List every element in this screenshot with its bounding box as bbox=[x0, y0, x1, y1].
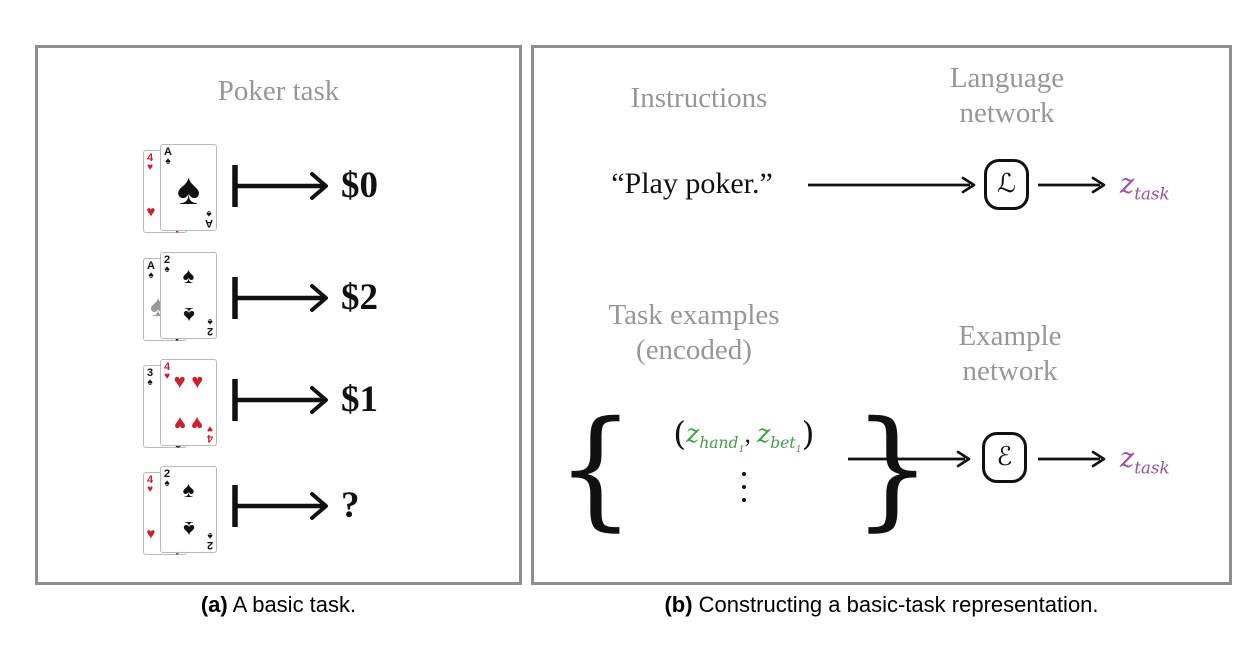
playing-card-A-spades: A♠♠A♠ bbox=[160, 144, 217, 231]
panel-task-representation: Instructions Language network “Play poke… bbox=[531, 45, 1232, 585]
card-pair: 3♠3♠4♥♥♥♥♥4♥ bbox=[143, 358, 223, 450]
card-corner: 4♥ bbox=[147, 152, 154, 173]
arrow-example-network-to-ztask-icon bbox=[1038, 450, 1106, 468]
hearts-pip-icon: ♥ bbox=[173, 371, 186, 394]
panel-basic-task: Poker task 4♥♥4♥A♠♠A♠$0A♠♠A♠2♠♠♠2♠$23♠3♠… bbox=[35, 45, 522, 585]
playing-card-2-spades: 2♠ ♠ ♠ 2♠ bbox=[160, 466, 217, 553]
caption-b: (b) Constructing a basic-task representa… bbox=[664, 592, 1099, 617]
mapsto-arrow-icon bbox=[232, 165, 328, 207]
z-task-output-language: ztask bbox=[1120, 169, 1170, 204]
example-network-heading: Example network bbox=[958, 320, 1062, 387]
hearts-pip-icon: ♥ bbox=[146, 526, 156, 543]
example-network-box: ℰ bbox=[982, 432, 1027, 483]
script-E-symbol: ℰ bbox=[996, 441, 1013, 472]
spades-pip-icon: ♠ bbox=[182, 517, 195, 543]
poker-task-title: Poker task bbox=[217, 75, 340, 107]
card-corner: A♠ bbox=[147, 260, 155, 281]
arrow-examples-to-example-network-icon bbox=[848, 450, 971, 468]
example-tuple: (zhand1, zbet1) bbox=[673, 414, 815, 456]
bet-value: $2 bbox=[341, 277, 378, 318]
instruction-quote-text: “Play poker.” bbox=[611, 167, 773, 200]
card-corner: 4♥ bbox=[206, 423, 213, 444]
card-pair: 4♥♥4♥2♠♠♠2♠ bbox=[143, 465, 223, 557]
z-task-output-example: ztask bbox=[1120, 443, 1170, 478]
card-corner: 2♠ bbox=[164, 254, 171, 275]
hearts-pip-icon: ♥ bbox=[173, 411, 186, 434]
z-hand-term: zhand1 bbox=[686, 419, 745, 456]
language-network-heading: Language network bbox=[949, 62, 1065, 129]
mapsto-arrow-icon bbox=[232, 379, 328, 421]
card-corner: A♠ bbox=[205, 208, 213, 229]
bet-value: $1 bbox=[341, 379, 378, 420]
spades-pip-icon: ♠ bbox=[182, 262, 195, 288]
caption-a: (a) A basic task. bbox=[200, 592, 357, 617]
card-corner: 4♥ bbox=[147, 474, 154, 495]
task-examples-heading: Task examples (encoded) bbox=[608, 299, 780, 366]
close-brace: } bbox=[852, 394, 932, 544]
mapsto-arrow-icon bbox=[232, 277, 328, 319]
arrow-language-network-to-ztask-icon bbox=[1038, 176, 1106, 194]
encoded-examples-set: { (zhand1, zbet1) } bbox=[556, 400, 932, 538]
hearts-pip-icon: ♥ bbox=[191, 411, 204, 434]
hearts-pip-icon: ♥ bbox=[191, 371, 204, 394]
spades-pip-icon: ♠ bbox=[182, 476, 195, 502]
script-L-symbol: ℒ bbox=[997, 168, 1016, 199]
card-corner: 2♠ bbox=[206, 530, 213, 551]
open-brace: { bbox=[556, 394, 635, 544]
card-pair: 4♥♥4♥A♠♠A♠ bbox=[143, 143, 223, 235]
arrow-instructions-to-language-network-icon bbox=[808, 176, 976, 194]
playing-card-2-spades: 2♠ ♠ ♠ 2♠ bbox=[160, 252, 217, 339]
card-corner: 4♥ bbox=[164, 361, 171, 382]
spades-pip-icon: ♠ bbox=[182, 303, 195, 329]
card-pair: A♠♠A♠2♠♠♠2♠ bbox=[143, 251, 223, 343]
bet-value: ? bbox=[341, 485, 360, 526]
hearts-pip-icon: ♥ bbox=[146, 204, 156, 221]
spades-pip-icon: ♠ bbox=[176, 165, 201, 215]
card-corner: 2♠ bbox=[206, 316, 213, 337]
z-bet-term: zbet1 bbox=[757, 419, 802, 456]
card-corner: A♠ bbox=[164, 146, 172, 167]
mapsto-arrow-icon bbox=[232, 485, 328, 527]
instructions-heading: Instructions bbox=[630, 82, 768, 114]
language-network-box: ℒ bbox=[984, 159, 1029, 210]
card-corner: 2♠ bbox=[164, 468, 171, 489]
card-corner: 3♠ bbox=[147, 367, 154, 388]
vertical-dots-icon bbox=[741, 467, 746, 506]
playing-card-4-hearts: 4♥♥♥♥♥4♥ bbox=[160, 359, 217, 446]
bet-value: $0 bbox=[341, 165, 378, 206]
